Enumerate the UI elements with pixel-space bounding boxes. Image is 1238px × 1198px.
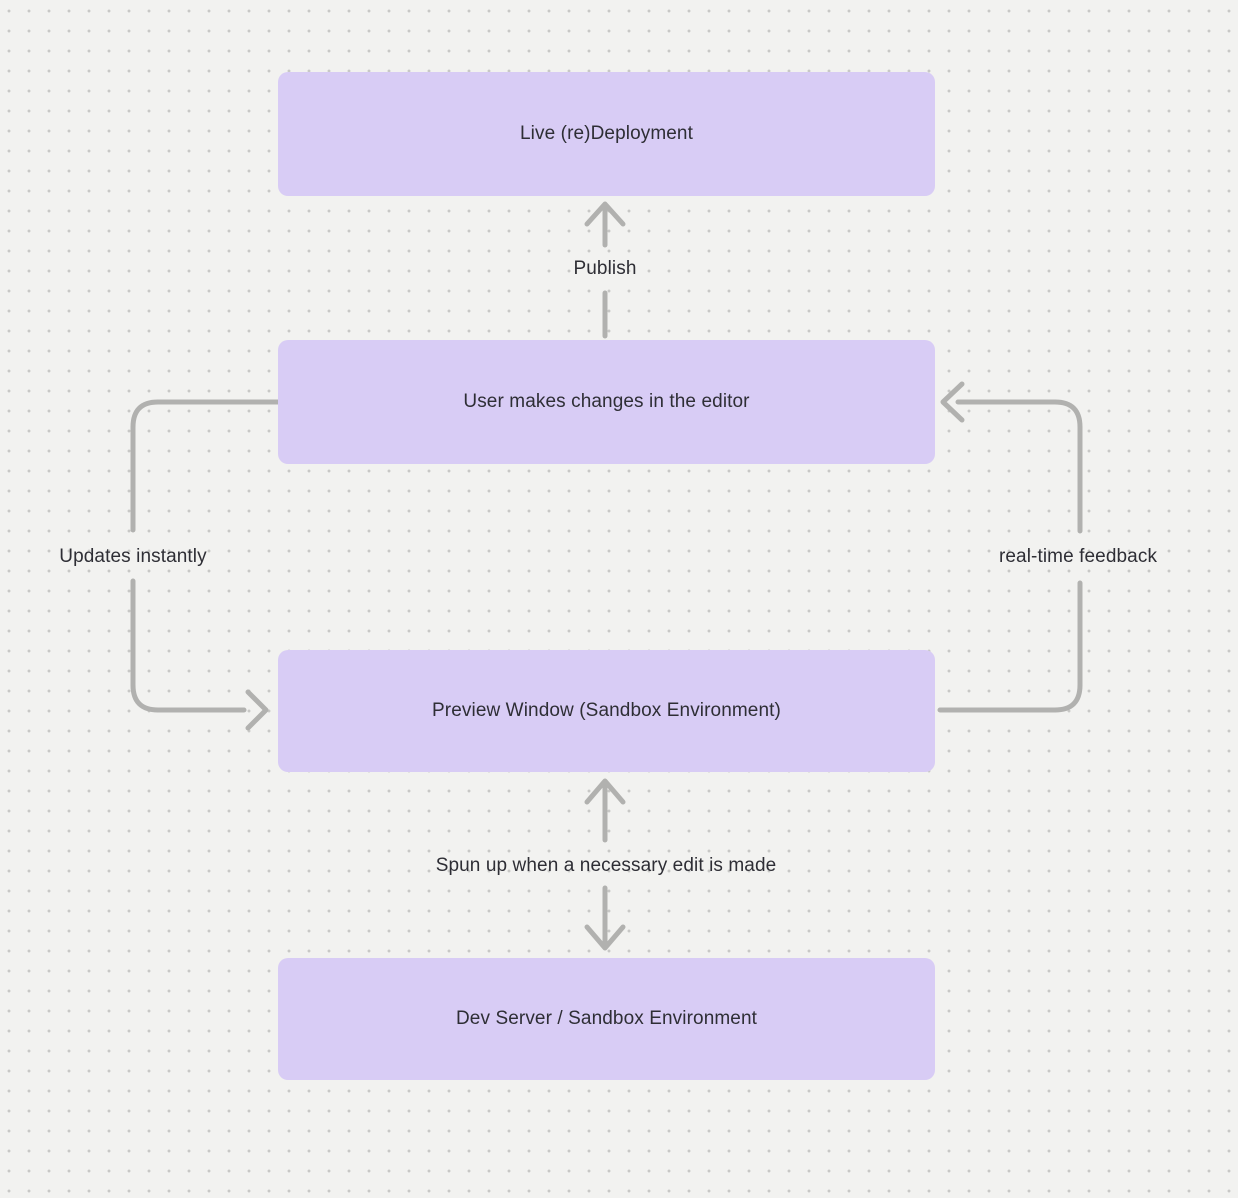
node-user-editor[interactable]: User makes changes in the editor <box>278 340 935 464</box>
arrow-spun-up-to-preview[interactable] <box>584 778 626 843</box>
node-dev-server[interactable]: Dev Server / Sandbox Environment <box>278 958 935 1080</box>
node-live-deployment-label: Live (re)Deployment <box>520 122 693 144</box>
edge-label-real-time-feedback[interactable]: real-time feedback <box>998 546 1158 567</box>
node-live-deployment[interactable]: Live (re)Deployment <box>278 72 935 196</box>
arrow-spun-up-to-dev-server[interactable] <box>584 885 626 951</box>
edge-label-spun-up[interactable]: Spun up when a necessary edit is made <box>435 855 777 876</box>
node-preview-window-label: Preview Window (Sandbox Environment) <box>432 699 781 721</box>
node-user-editor-label: User makes changes in the editor <box>463 390 750 412</box>
node-dev-server-label: Dev Server / Sandbox Environment <box>455 1007 757 1029</box>
edge-label-updates-instantly[interactable]: Updates instantly <box>59 546 207 567</box>
edge-label-publish[interactable]: Publish <box>573 258 637 279</box>
node-preview-window[interactable]: Preview Window (Sandbox Environment) <box>278 650 935 772</box>
